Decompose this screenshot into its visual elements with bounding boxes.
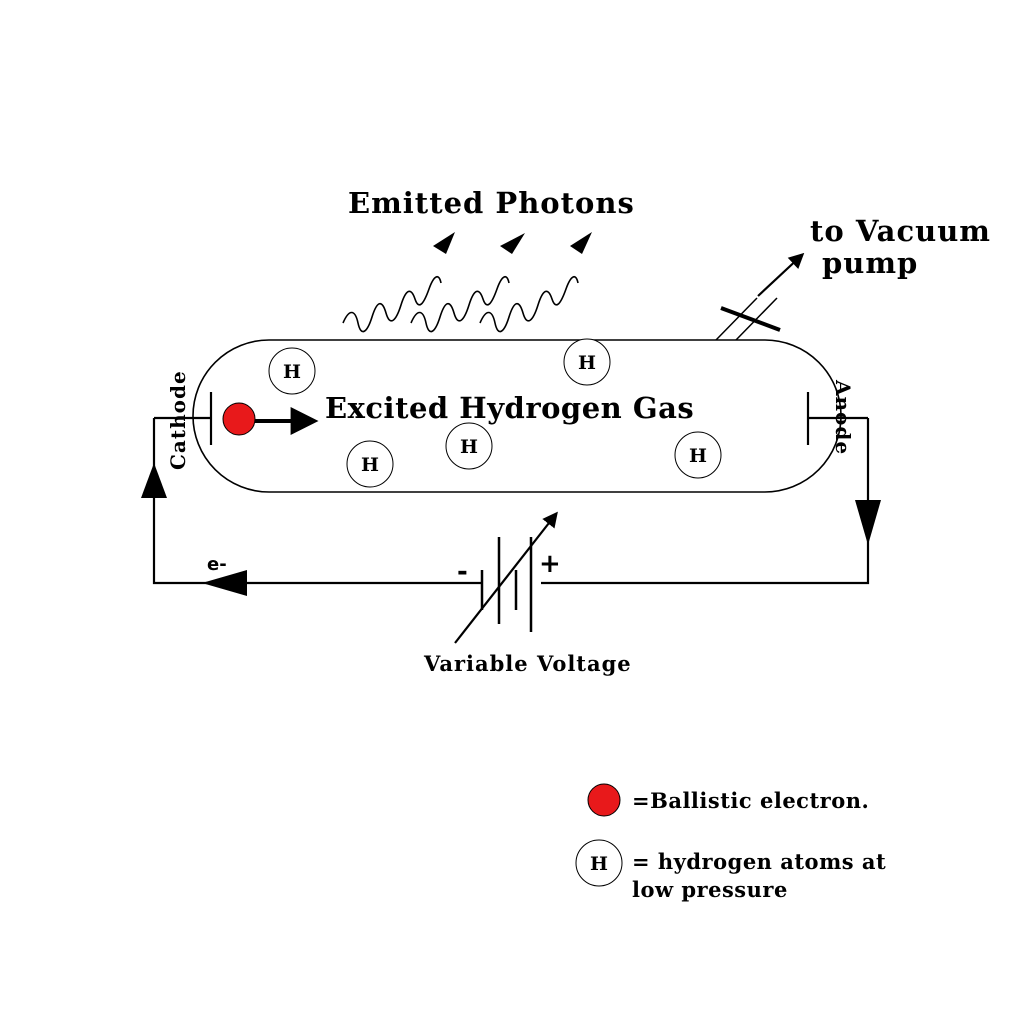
svg-text:H: H bbox=[578, 352, 596, 374]
photon-wave-2 bbox=[410, 276, 510, 333]
circuit-arrow-up bbox=[141, 463, 167, 498]
legend-electron-text: =Ballistic electron. bbox=[632, 788, 869, 813]
vacuum-label-line1: to Vacuum bbox=[810, 214, 991, 248]
battery-plus-label: + bbox=[539, 549, 561, 579]
emitted-photons-label: Emitted Photons bbox=[348, 186, 635, 220]
svg-text:H: H bbox=[689, 445, 707, 467]
vacuum-valve bbox=[720, 306, 781, 332]
cathode-label: Cathode bbox=[166, 370, 190, 470]
photon-arrowhead-3 bbox=[570, 232, 592, 254]
hydrogen-atom: H bbox=[674, 431, 722, 479]
battery-minus-label: - bbox=[457, 557, 468, 587]
photon-wave-3 bbox=[479, 276, 579, 333]
legend-hydrogen-text-line2: low pressure bbox=[632, 877, 788, 902]
ballistic-electron bbox=[222, 402, 256, 436]
vacuum-outlet bbox=[715, 252, 805, 341]
hydrogen-atom: H bbox=[445, 422, 493, 470]
circuit-arrow-down bbox=[855, 500, 881, 545]
photon-arrowhead-2 bbox=[500, 233, 525, 254]
variable-voltage-label: Variable Voltage bbox=[423, 651, 632, 676]
anode-label: Anode bbox=[831, 379, 855, 455]
hydrogen-atom: H bbox=[563, 338, 611, 386]
cathode-electrode bbox=[154, 392, 213, 445]
svg-text:H: H bbox=[590, 853, 608, 875]
photon-arrowhead-1 bbox=[433, 232, 455, 254]
circuit-wire bbox=[152, 418, 870, 585]
svg-text:H: H bbox=[361, 454, 379, 476]
variable-battery bbox=[454, 511, 558, 644]
anode-electrode bbox=[806, 392, 868, 445]
hydrogen-atom: H bbox=[346, 440, 394, 488]
legend: =Ballistic electron. H = hydrogen atoms … bbox=[575, 783, 886, 902]
discharge-tube bbox=[192, 339, 842, 493]
svg-text:H: H bbox=[460, 436, 478, 458]
svg-text:H: H bbox=[283, 361, 301, 383]
legend-hydrogen-swatch: H bbox=[575, 839, 623, 887]
gas-label: Excited Hydrogen Gas bbox=[325, 391, 694, 425]
electron-flow-arrow bbox=[202, 570, 247, 596]
photon-wave-1 bbox=[342, 276, 442, 333]
legend-hydrogen-text-line1: = hydrogen atoms at bbox=[632, 849, 886, 874]
electron-flow-label: e- bbox=[207, 554, 227, 575]
legend-electron-swatch bbox=[587, 783, 621, 817]
photon-waves bbox=[342, 276, 579, 333]
vacuum-label-line2: pump bbox=[822, 246, 918, 280]
hydrogen-atom: H bbox=[268, 347, 316, 395]
photon-arrowheads bbox=[433, 232, 592, 254]
